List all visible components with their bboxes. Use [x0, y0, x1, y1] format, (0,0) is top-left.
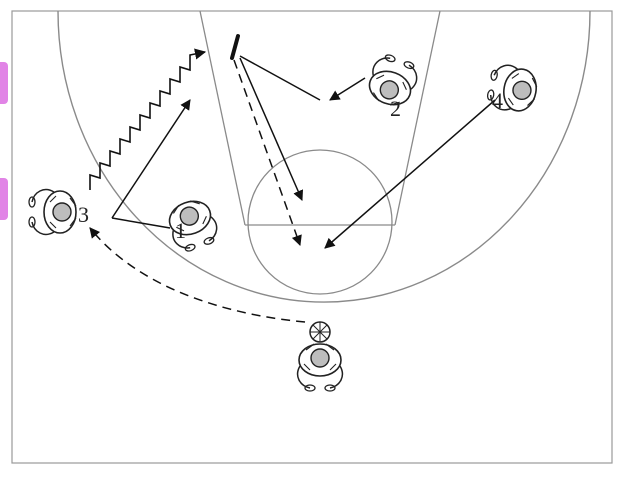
player-2-label: 2	[390, 96, 401, 121]
arrow-4	[324, 99, 496, 249]
dribble-path	[89, 48, 207, 190]
edge-mark-bottom	[0, 178, 8, 220]
arrow-2	[329, 77, 366, 101]
roll-arrow	[239, 57, 304, 201]
court-frame	[11, 10, 613, 464]
cut-arrow-1-up	[111, 99, 191, 219]
screen-marker	[230, 34, 240, 60]
three-point-arc	[57, 10, 591, 303]
player-1	[162, 194, 223, 256]
player-3	[28, 188, 77, 236]
player-3-label: 3	[78, 202, 89, 227]
dashed-cut-arrow	[233, 59, 302, 246]
edge-mark-top	[0, 62, 8, 104]
player-1-label: 1	[175, 218, 186, 243]
player-4-label: 4	[492, 88, 503, 113]
player-ball-handler	[296, 343, 344, 392]
pass-path	[89, 227, 306, 323]
key-line-left	[199, 10, 246, 226]
free-throw-circle	[247, 149, 393, 295]
basketball-icon	[309, 321, 331, 343]
screen-to-2-line	[239, 55, 321, 101]
key-line-right	[394, 10, 441, 226]
cut-line-1	[111, 217, 171, 229]
